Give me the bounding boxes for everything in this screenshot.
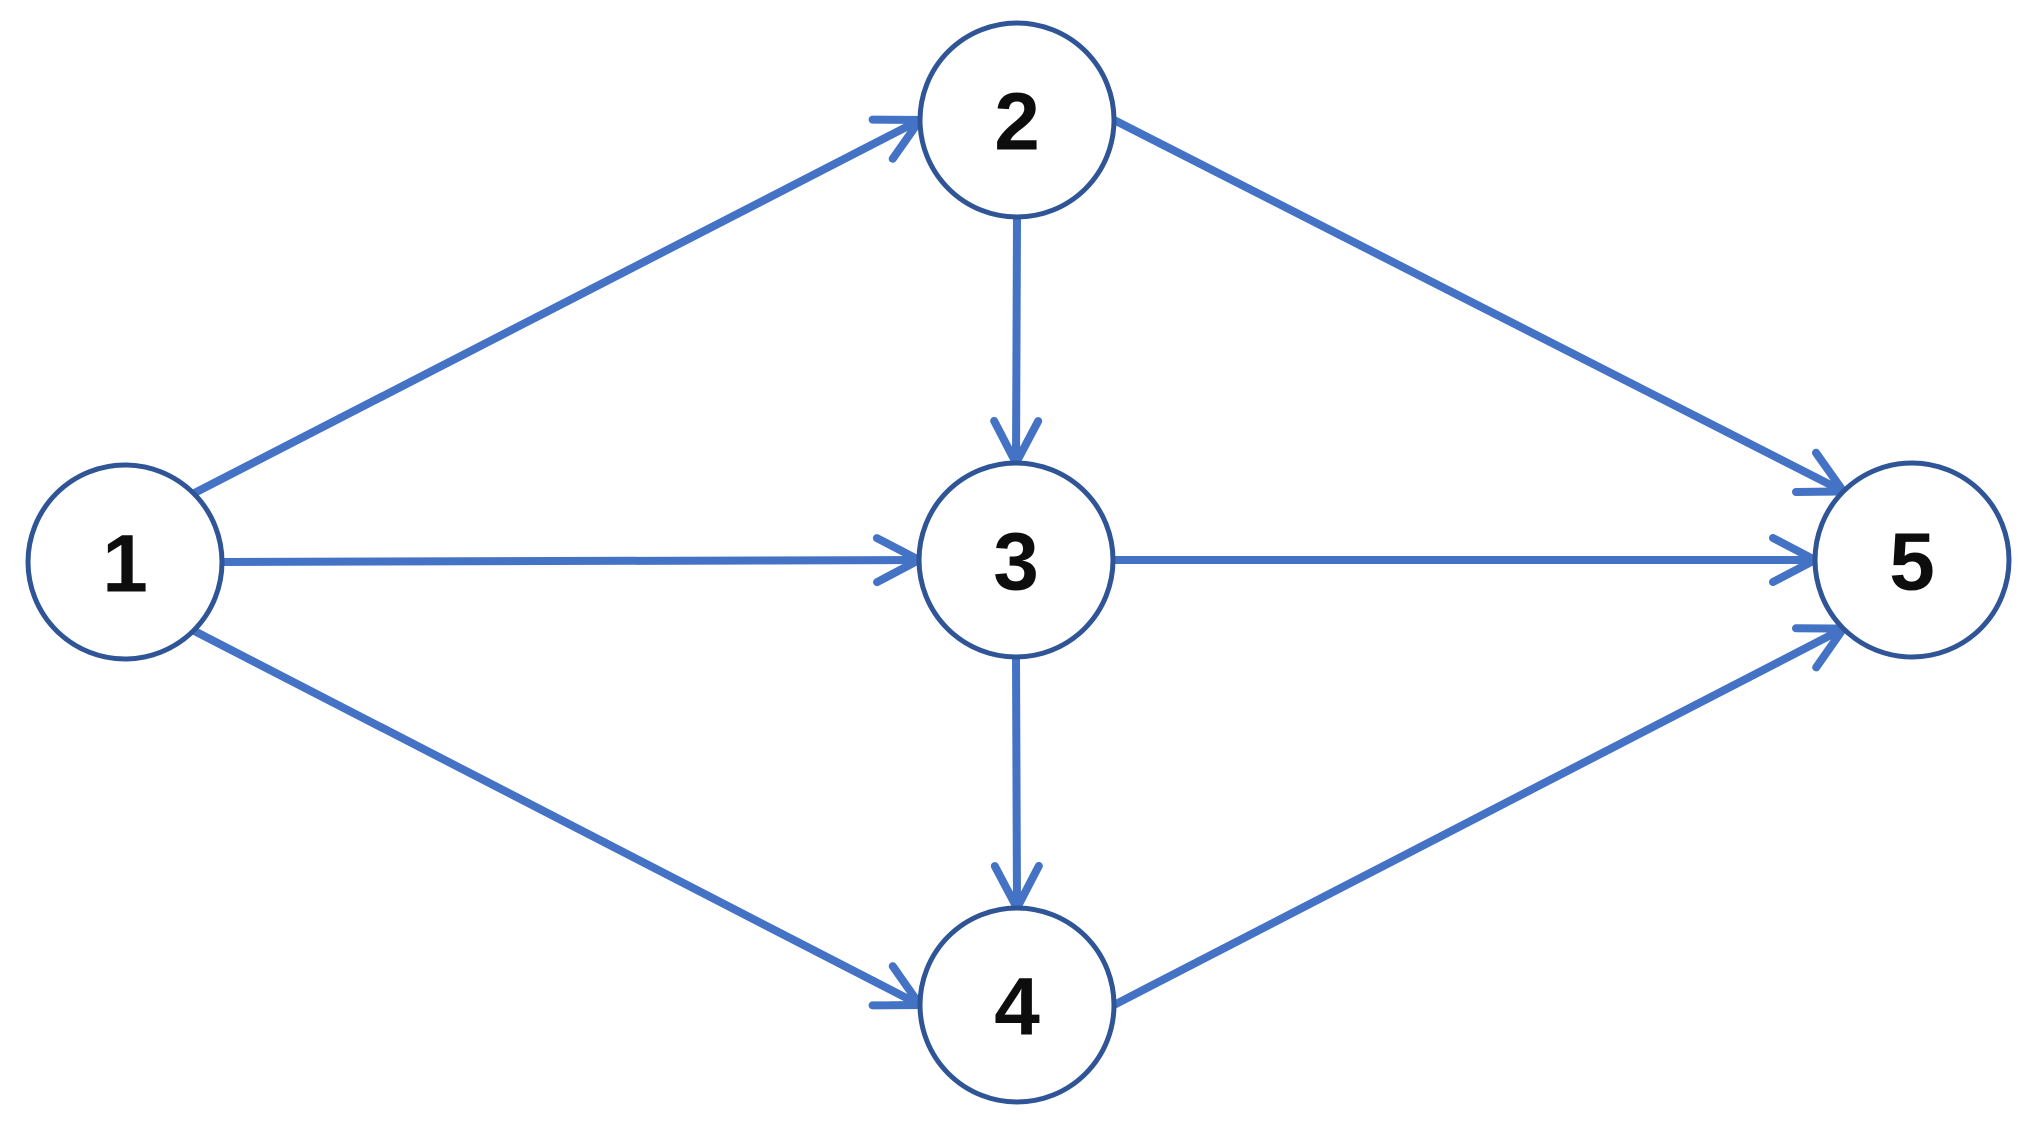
edge-2-to-5 [1112, 116, 1852, 496]
edge-3-to-4 [990, 656, 1043, 917]
node-2: 2 [917, 20, 1117, 220]
node-3-label: 3 [993, 517, 1039, 608]
node-2-circle [917, 20, 1117, 220]
edge-4-to-5 [1112, 624, 1852, 1009]
node-1-circle [25, 462, 225, 662]
edge-1-to-3 [221, 534, 928, 587]
node-4-label: 4 [994, 962, 1040, 1053]
edges-layer [191, 115, 1852, 1010]
node-1: 1 [25, 462, 225, 662]
node-2-label: 2 [994, 77, 1040, 168]
node-1-label: 1 [102, 519, 148, 610]
node-5-circle [1812, 460, 2012, 660]
edge-1-to-2 [191, 115, 928, 497]
nodes-layer: 1 2 3 4 5 [25, 20, 2012, 1105]
edge-2-to-3 [990, 216, 1043, 472]
edge-1-to-4 [191, 627, 928, 1010]
node-3-circle [916, 460, 1116, 660]
node-3: 3 [916, 460, 1116, 660]
node-4: 4 [917, 905, 1117, 1105]
node-4-circle [917, 905, 1117, 1105]
node-5: 5 [1812, 460, 2012, 660]
node-5-label: 5 [1889, 517, 1935, 608]
